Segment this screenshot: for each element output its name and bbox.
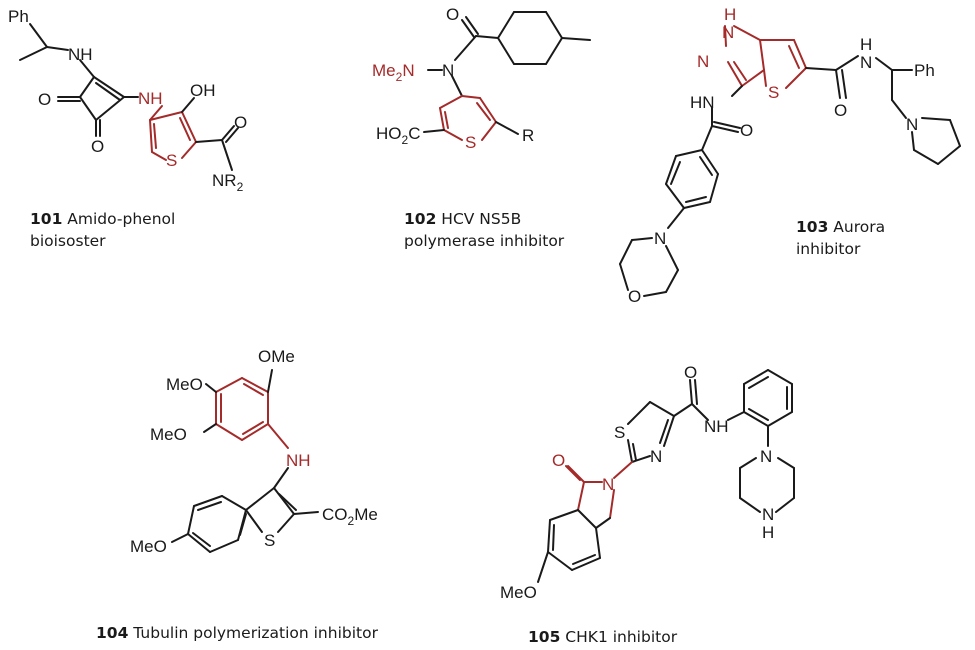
compound-101-s-label: S — [166, 151, 177, 170]
compound-103-hn-label: HN — [690, 93, 715, 112]
compound-102-number: 102 — [404, 210, 437, 228]
compound-105-structure: O S N NH O N N N H MeO — [500, 363, 795, 602]
compound-104-co2me-label: CO2Me — [322, 505, 378, 528]
compound-105-n-thz-label: N — [650, 447, 662, 466]
compound-104-ome-top-label: OMe — [258, 347, 295, 366]
compound-103-o-benz-label: O — [740, 121, 753, 140]
compound-104-s-label: S — [264, 531, 275, 550]
compound-104-atoms: OMe MeO MeO NH CO2Me S MeO — [130, 347, 378, 556]
compound-105-caption: 105 CHK1 inhibitor — [528, 626, 677, 648]
compound-101-ph-label: Ph — [8, 7, 29, 26]
compound-101-oh-label: OH — [190, 81, 216, 100]
compound-102-caption: 102 HCV NS5B polymerase inhibitor — [404, 208, 564, 252]
compound-102-atoms: O Me2N N HO2C S R — [372, 5, 534, 152]
compound-101-caption: 101 Amido-phenol bioisoster — [30, 208, 175, 252]
compound-103-caption-line2: inhibitor — [796, 240, 861, 258]
compound-102-caption-line2: polymerase inhibitor — [404, 232, 565, 250]
compound-103-caption-line1: Aurora — [833, 218, 886, 236]
compound-101-o-bottom-label: O — [91, 137, 104, 156]
compound-105-n-lactam-label: N — [602, 475, 614, 494]
compound-101-atoms: Ph NH O O NH OH S O NR2 — [8, 7, 247, 194]
compound-103-nh-h-label: H — [860, 35, 872, 54]
compound-105-s-label: S — [614, 423, 625, 442]
compound-102-o-top-label: O — [446, 5, 459, 24]
compound-101-nh-label: NH — [68, 45, 93, 64]
compound-105-atoms: O S N NH O N N N H MeO — [500, 363, 774, 602]
compound-104-meo-low-label: MeO — [150, 425, 187, 444]
compound-103-atoms: H N N HN S O H N Ph N O N O — [628, 5, 935, 306]
compound-104-caption-text: Tubulin polymerization inhibitor — [133, 624, 378, 642]
compound-102-me2n-label: Me2N — [372, 61, 415, 84]
compound-105-caption-text: CHK1 inhibitor — [565, 628, 678, 646]
compound-103-n-pyr-label: N — [906, 115, 918, 134]
compound-102-n-label: N — [442, 61, 454, 80]
compound-104-number: 104 — [96, 624, 129, 642]
compound-102-structure: O Me2N N HO2C S R — [372, 5, 591, 152]
compound-101-number: 101 — [30, 210, 63, 228]
compound-105-n-pip-top-label: N — [760, 447, 772, 466]
compound-105-bonds — [537, 369, 795, 583]
compound-103-caption: 103 Aurora inhibitor — [796, 216, 885, 260]
compound-102-s-label: S — [465, 133, 476, 152]
compound-101-bonds — [19, 23, 239, 171]
compound-103-number: 103 — [796, 218, 829, 236]
compound-105-n-pip-bot-label: N — [762, 505, 774, 524]
compound-101-o-left-label: O — [38, 90, 51, 109]
compound-103-o-amide-label: O — [834, 101, 847, 120]
compound-101-structure: Ph NH O O NH OH S O NR2 — [8, 7, 247, 194]
compound-101-caption-line2: bioisoster — [30, 232, 106, 250]
compound-103-n-top-label: N — [722, 23, 734, 42]
compound-102-caption-line1: HCV NS5B — [441, 210, 522, 228]
compound-105-n-pip-h-label: H — [762, 523, 774, 542]
compound-104-meo-mid-label: MeO — [166, 375, 203, 394]
compound-103-n-morph-label: N — [654, 229, 666, 248]
compound-103-o-morph-label: O — [628, 287, 641, 306]
compound-103-bonds — [619, 25, 961, 297]
compound-103-h-label: H — [724, 5, 736, 24]
compound-104-caption: 104 Tubulin polymerization inhibitor — [96, 622, 378, 644]
compound-102-bonds — [423, 11, 591, 141]
compound-103-n-left-label: N — [697, 52, 709, 71]
compound-102-ho2c-label: HO2C — [376, 124, 420, 147]
compound-101-nh-red-label: NH — [138, 89, 163, 108]
compound-103-s-label: S — [768, 83, 779, 102]
compound-104-bonds — [171, 369, 319, 553]
compound-105-nh-label: NH — [704, 417, 729, 436]
compound-105-meo-label: MeO — [500, 583, 537, 602]
compound-103-ph-label: Ph — [914, 61, 935, 80]
compound-103-structure: H N N HN S O H N Ph N O N O — [619, 5, 961, 306]
compound-104-meo-bot-label: MeO — [130, 537, 167, 556]
compound-101-caption-line1: Amido-phenol — [67, 210, 176, 228]
compound-104-structure: OMe MeO MeO NH CO2Me S MeO — [130, 347, 378, 556]
compound-101-o-amide-label: O — [234, 113, 247, 132]
compound-103-nh-label: N — [860, 53, 872, 72]
compound-105-o-lactam-label: O — [552, 451, 565, 470]
compound-101-nr2-label: NR2 — [212, 171, 244, 194]
compound-104-nh-label: NH — [286, 451, 311, 470]
compound-105-o-amide-label: O — [684, 363, 697, 382]
compound-105-number: 105 — [528, 628, 561, 646]
compound-102-r-label: R — [522, 126, 534, 145]
